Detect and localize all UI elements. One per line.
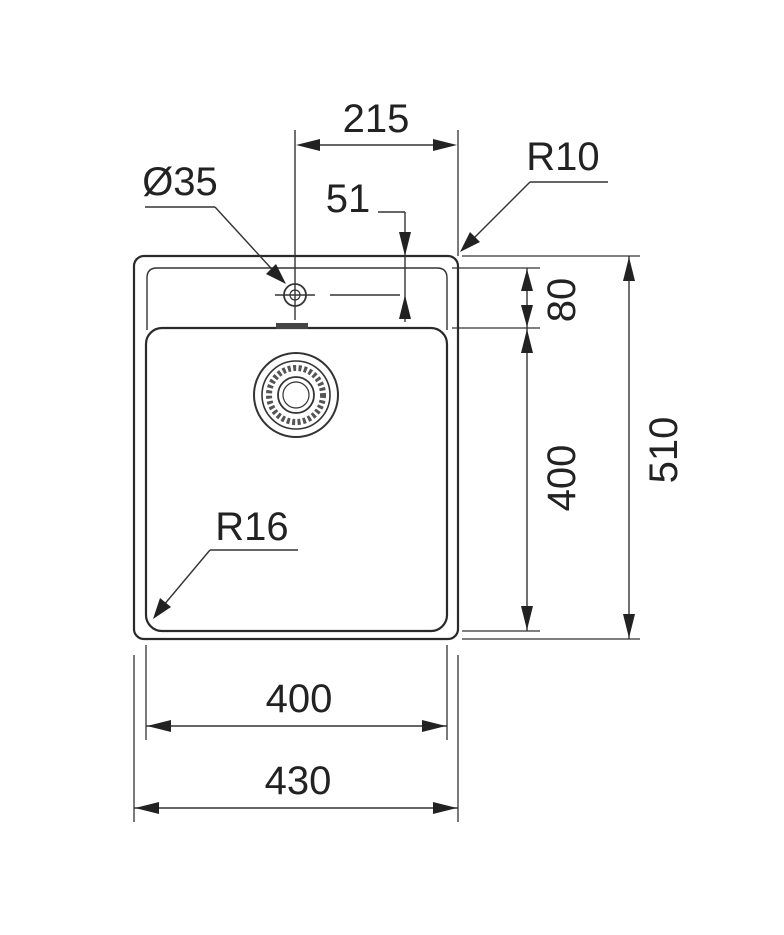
tap-hole xyxy=(275,130,400,320)
dim-510-label: 510 xyxy=(642,417,686,484)
dim-400-vertical-label: 400 xyxy=(540,445,584,512)
dim-215 xyxy=(296,130,459,256)
dim-r16-label: R16 xyxy=(215,505,288,549)
dim-51-label: 51 xyxy=(326,177,371,221)
dim-r10-label: R10 xyxy=(526,135,599,179)
dim-diameter-leader xyxy=(145,206,286,284)
dim-diameter-label: Ø35 xyxy=(142,160,218,204)
bottom-extension-lines xyxy=(133,645,459,822)
sink-deck-outline xyxy=(146,267,448,330)
dim-51 xyxy=(378,211,411,322)
overflow-slot xyxy=(276,323,308,329)
dim-400-vertical xyxy=(521,328,533,631)
dim-400-horizontal xyxy=(146,720,447,732)
sink-bowl-outline xyxy=(144,326,449,633)
dim-215-label: 215 xyxy=(343,97,410,141)
dim-430 xyxy=(134,802,458,814)
dim-510 xyxy=(623,256,635,639)
dim-r10-leader xyxy=(460,181,608,252)
dim-80 xyxy=(521,268,533,328)
dim-80-label: 80 xyxy=(540,278,584,323)
sink-outer-outline xyxy=(132,254,460,641)
right-extension-lines xyxy=(452,255,640,640)
dim-400-horizontal-label: 400 xyxy=(266,677,333,721)
dim-r16-leader xyxy=(153,549,298,619)
dim-430-label: 430 xyxy=(265,759,332,803)
drain-icon xyxy=(253,352,339,438)
